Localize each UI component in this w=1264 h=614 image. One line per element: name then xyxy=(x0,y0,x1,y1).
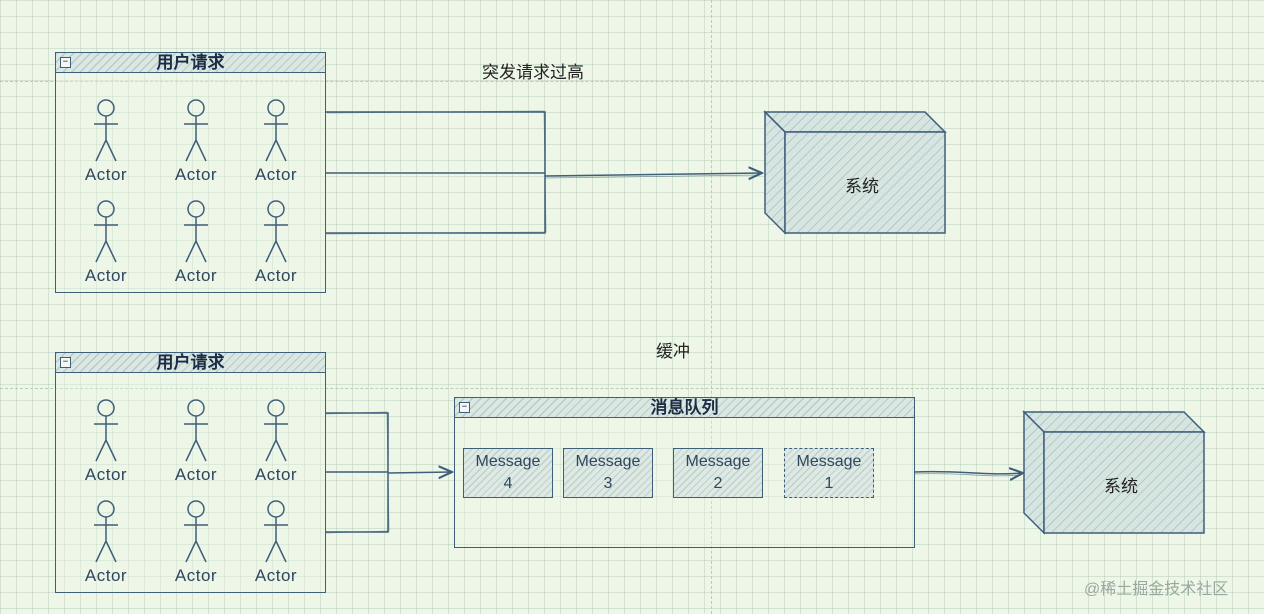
top-system-node xyxy=(763,110,947,235)
actor-icon xyxy=(184,99,208,162)
actor: Actor xyxy=(71,199,141,291)
actor-label: Actor xyxy=(174,165,218,184)
actor: Actor xyxy=(161,499,231,591)
actor-icon xyxy=(184,500,208,563)
message-item: Message 4 xyxy=(463,448,553,498)
top-system-label: 系统 xyxy=(845,177,879,196)
message-number: 2 xyxy=(713,475,723,492)
message-item: Message 1 xyxy=(784,448,874,498)
top-caption: 突发请求过高 xyxy=(482,63,584,82)
actor-label: Actor xyxy=(254,165,298,184)
bottom-system-label: 系统 xyxy=(1104,477,1138,496)
bottom-system-node xyxy=(1022,410,1206,535)
actor-icon xyxy=(264,399,288,462)
actor-label: Actor xyxy=(174,465,218,484)
bottom-caption: 缓冲 xyxy=(656,342,690,361)
message-number: 1 xyxy=(824,475,834,492)
frame-header xyxy=(455,398,914,418)
message-number: 3 xyxy=(603,475,613,492)
actor-icon xyxy=(94,399,118,462)
actor: Actor xyxy=(161,98,231,190)
actor-label: Actor xyxy=(174,266,218,285)
frame-header xyxy=(56,53,325,73)
actor-label: Actor xyxy=(84,266,128,285)
bottom-user-request-frame: − 用户请求 Actor Actor Actor Actor Actor Act… xyxy=(55,352,326,593)
message-queue-frame: − 消息队列 Message 4 Message 3 Message 2 Mes… xyxy=(454,397,915,548)
actor-label: Actor xyxy=(254,266,298,285)
actor-icon xyxy=(94,200,118,263)
actor: Actor xyxy=(161,199,231,291)
actor-label: Actor xyxy=(254,465,298,484)
actor-icon xyxy=(184,399,208,462)
frame-title: 用户请求 xyxy=(156,53,225,72)
actor: Actor xyxy=(71,499,141,591)
actor-label: Actor xyxy=(174,566,218,585)
collapse-icon[interactable]: − xyxy=(60,57,71,68)
watermark: @稀土掘金技术社区 xyxy=(1084,581,1229,598)
actor: Actor xyxy=(71,98,141,190)
message-item: Message 2 xyxy=(673,448,763,498)
message-label: Message xyxy=(575,453,641,470)
guide-line-vertical xyxy=(711,0,712,614)
message-label: Message xyxy=(685,453,751,470)
message-number: 4 xyxy=(503,475,513,492)
top-arrow xyxy=(544,173,762,176)
queue-arrow xyxy=(387,472,452,473)
actor: Actor xyxy=(241,398,311,490)
message-item: Message 3 xyxy=(563,448,653,498)
actor-label: Actor xyxy=(254,566,298,585)
top-user-request-frame: − 用户请求 Actor Actor Actor Actor Actor Act… xyxy=(55,52,326,293)
actor: Actor xyxy=(241,199,311,291)
actor: Actor xyxy=(71,398,141,490)
frame-title: 消息队列 xyxy=(650,398,719,417)
message-label: Message xyxy=(796,453,862,470)
actor: Actor xyxy=(241,499,311,591)
actor-icon xyxy=(184,200,208,263)
message-label: Message xyxy=(475,453,541,470)
collapse-icon[interactable]: − xyxy=(459,402,470,413)
actor: Actor xyxy=(241,98,311,190)
guide-line-horizontal xyxy=(0,81,1264,82)
system-arrow xyxy=(914,472,1023,474)
frame-title: 用户请求 xyxy=(156,353,225,372)
actor-label: Actor xyxy=(84,465,128,484)
actor-icon xyxy=(94,99,118,162)
actor-icon xyxy=(264,500,288,563)
actor-label: Actor xyxy=(84,165,128,184)
actor-icon xyxy=(264,200,288,263)
guide-line-horizontal xyxy=(0,388,1264,389)
frame-header xyxy=(56,353,325,373)
actor-label: Actor xyxy=(84,566,128,585)
actor-icon xyxy=(264,99,288,162)
actor-icon xyxy=(94,500,118,563)
collapse-icon[interactable]: − xyxy=(60,357,71,368)
actor: Actor xyxy=(161,398,231,490)
